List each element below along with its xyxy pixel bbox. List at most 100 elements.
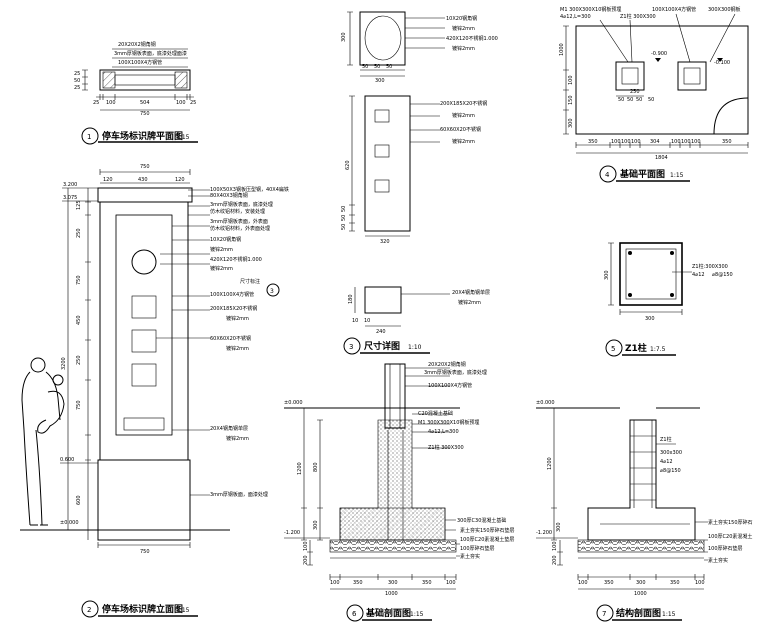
drawing-2-sign-elevation: 750 120 430 120 3.200 3.075 0.600 ±0.000… [20,164,289,618]
d2-number: 2 [87,606,91,614]
d2-dim-left-6: 750 [76,400,82,410]
d2-dim-left-1: 125 [76,200,82,210]
d3-scale: 1:10 [408,344,422,351]
d4-dim-2: 100 [611,139,621,145]
d7-dim-left-1: 1200 [547,457,553,470]
drawing-3-detail: 10X20钢角钢 镀锌2mm 420X120不锈钢1.000 镀锌2mm 300… [341,11,498,355]
d4-level-1: -0.900 [651,51,667,57]
d6-note-5: M1 300X300X10钢板预埋 [418,419,479,426]
d3-dim-mid-v: 620 [345,160,351,170]
d5-note-1: Z1柱:300X300 [692,263,728,270]
d2-note-1: 100X50X3钢板压型钢，40X4扁铁 [210,186,289,193]
d2-level-4: ±0.000 [60,520,79,526]
d4-note-4: 100X100X4方钢管 [652,6,696,13]
d4-dim-inner-2: 50 [627,97,633,103]
d2-note-12: 100X100X4方钢管 [210,291,254,298]
d3-note-mid-4: 镀锌2mm [452,138,475,145]
d6-post [384,363,406,429]
d3-small-grid [364,286,402,314]
d4-scale: 1:15 [670,172,684,179]
d4-note-2: 4⌀12,L=300 [560,14,591,20]
d7-dim-3: 300 [636,580,646,586]
d3-number-circle [343,337,361,355]
d1-dim-left-1: 25 [74,71,80,77]
d2-dim-left-2: 250 [76,228,82,238]
d3-dim-top-1: 50 [362,64,368,70]
d2-level-3: 0.600 [60,457,74,463]
d3-dim-mid-b: 50 [341,215,347,221]
d1-number: 1 [87,133,91,141]
d3-dim-top-3: 50 [386,64,392,70]
d6-note-8: 300厚C30混凝土基础 [457,517,506,524]
d7-dim-left-3: 100 [552,541,558,551]
d4-dim-7: 100 [681,139,691,145]
d6-note-1: 20X20X2钢角钢 [428,361,466,368]
d2-person-silhouette [21,357,65,526]
d4-dim-4: 100 [631,139,641,145]
d2-note-14: 镀锌2mm [226,315,249,322]
d3-dim-mid-c: 50 [341,224,347,230]
d1-number-circle [81,127,99,145]
d3-dim-bot-2: 10 [364,318,370,324]
d1-dim-5: 25 [190,100,196,106]
d4-dim-left-1: 1000 [559,43,565,56]
d3-title: 尺寸详图 [364,340,400,352]
d6-dim-1: 100 [330,580,340,586]
d3-note-top-2: 镀锌2mm [452,25,475,32]
d7-note-7: 100厚碎石垫层 [708,545,743,552]
d6-note-11: 100厚碎石垫层 [460,545,495,552]
d3-dim-top-2: 50 [374,64,380,70]
d2-total-bottom: 750 [140,549,150,555]
d7-scale: 1:15 [662,611,676,618]
d2-note-9: 420X120不锈钢1.000 [210,256,262,263]
drawing-4-foundation-plan: M1 300X300X10钢板预埋 4⌀12,L=300 Z1柱 300X300… [559,6,749,183]
d4-foundation-outline [575,25,749,135]
d6-dim-total: 1000 [385,591,398,597]
d7-number-circle [596,604,614,622]
d2-scale: 1:15 [176,607,190,614]
d2-note-18: 镀锌2mm [226,435,249,442]
d6-dim-left-2: 800 [313,462,319,472]
d4-note-5: 300X300钢板 [708,6,741,13]
d5-note-3: ⌀8@150 [712,272,733,278]
d6-dim-4: 350 [422,580,432,586]
d4-dim-inner-5: 50 [648,97,654,103]
d3-dim-bot-1: 10 [352,318,358,324]
d6-dim-left-5: 200 [303,555,309,565]
d1-dim-3: 504 [140,100,150,106]
d6-dim-2: 350 [353,580,363,586]
d6-note-2: 3mm厚钢板表面，底漆处理 [424,369,487,376]
d7-note-6: 100厚C20素混凝土 [708,533,752,540]
d6-note-6: 4⌀12,L=300 [428,429,459,435]
d4-dim-3: 100 [621,139,631,145]
d6-gravel-bed [329,539,457,553]
d2-note-6: 仿木纹铝材料，外表面处理 [210,225,270,232]
d4-dim-left-3: 150 [568,95,574,105]
d2-sign-base [97,459,191,541]
d2-dim-left-4: 450 [76,315,82,325]
d4-dim-5: 304 [650,139,660,145]
d2-note-13: 200X185X20不锈钢 [210,305,257,312]
d7-dim-left-4: 200 [552,555,558,565]
d6-dim-left-1: 1200 [297,462,303,475]
d4-note-1: M1 300X300X10钢板预埋 [560,6,621,13]
d4-dim-inner-4: 250 [630,89,640,95]
d4-dim-left-2: 100 [568,75,574,85]
d3-top-sign [359,11,406,66]
d2-note-19: 3mm厚钢板面，面漆处理 [210,491,268,498]
d3-note-top-3: 420X120不锈钢1.000 [446,35,498,42]
d1-dim-1: 25 [93,100,99,106]
d4-dim-1: 350 [588,139,598,145]
d2-callout-circle [266,283,280,297]
d2-dim-left-7: 600 [76,495,82,505]
d2-note-11: 尺寸标注 [240,278,260,285]
d6-number-circle [346,604,364,622]
d4-column-1 [615,61,645,91]
d2-note-16: 镀锌2mm [226,345,249,352]
d7-note-2: 300x300 [660,450,682,456]
d2-level-2: 3.075 [63,195,77,201]
d2-sign-body [99,201,189,461]
d6-title: 基础剖面图 [365,607,411,619]
drawing-5-column-z1: Z1柱:300X300 4⌀12 ⌀8@150 300 300 5 Z1柱 1:… [604,242,733,357]
d1-dim-2: 100 [106,100,116,106]
